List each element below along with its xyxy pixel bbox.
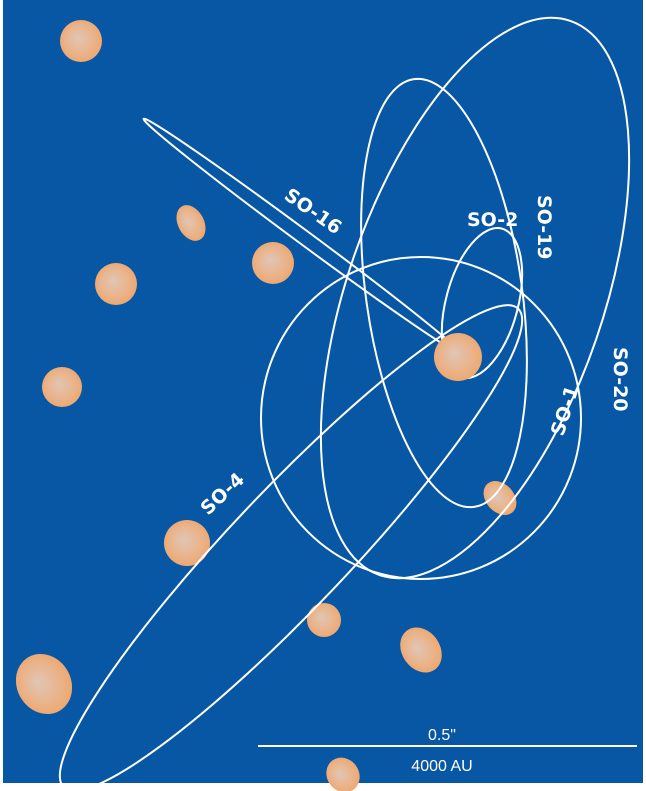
background-stars — [15, 20, 517, 791]
label-so1: SO-1 — [547, 383, 584, 439]
orbit-so20 — [260, 256, 582, 580]
scale-bar-angular: 0.5" — [428, 727, 456, 744]
star — [307, 603, 341, 637]
orbits — [58, 16, 631, 791]
central-star — [434, 333, 482, 381]
label-so4: SO-4 — [196, 469, 249, 520]
star — [95, 263, 137, 305]
star — [15, 653, 73, 715]
scale-bar: 0.5" 4000 AU — [258, 727, 637, 775]
scale-bar-physical: 4000 AU — [411, 758, 472, 775]
star — [164, 520, 210, 566]
star — [60, 20, 102, 62]
label-so19: SO-19 — [533, 195, 555, 260]
label-so20: SO-20 — [609, 347, 631, 412]
orbit-so4 — [58, 304, 524, 791]
star — [252, 242, 294, 284]
label-so16: SO-16 — [280, 184, 345, 239]
label-so2: SO-2 — [467, 209, 518, 231]
star — [176, 205, 206, 241]
star — [42, 367, 82, 407]
orbit-so19 — [319, 16, 631, 580]
star — [400, 627, 442, 673]
star — [326, 757, 360, 791]
